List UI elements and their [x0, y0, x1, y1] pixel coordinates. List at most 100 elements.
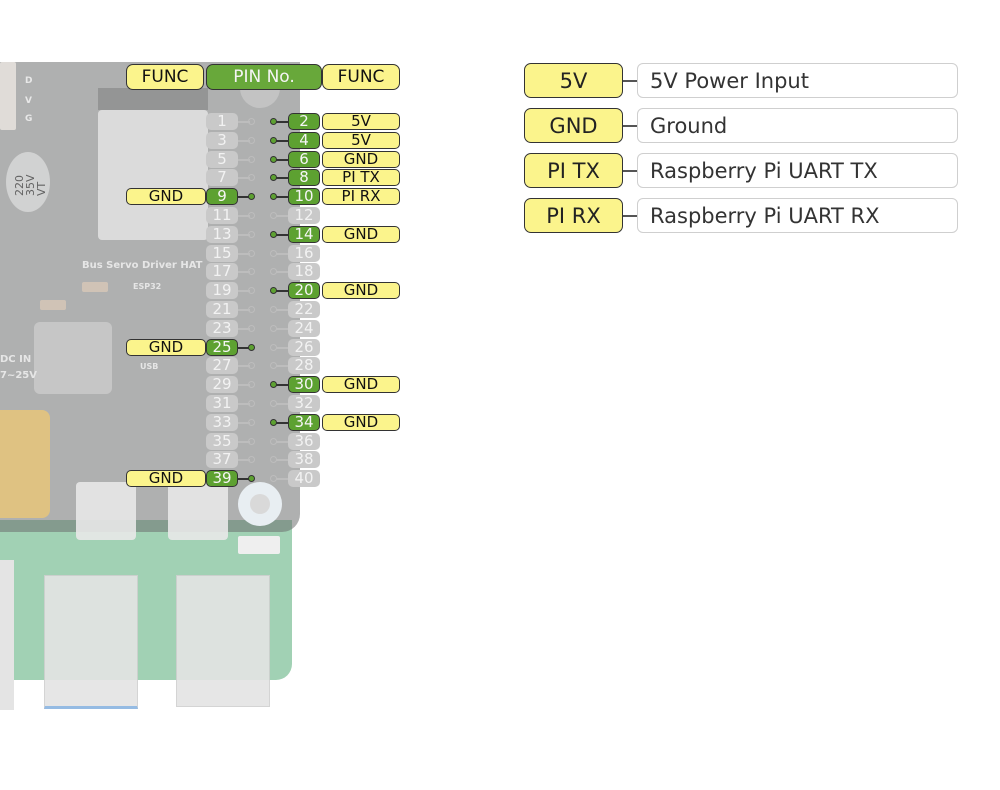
pin-lead	[276, 290, 288, 293]
pin-pad	[248, 418, 255, 426]
mount-hole	[238, 482, 282, 526]
pin-lead	[238, 121, 250, 123]
pin-function-label: GND	[322, 225, 400, 243]
pin-pad	[270, 324, 277, 332]
pin-lead	[238, 346, 250, 349]
pin-23: 23	[206, 319, 238, 337]
pin-28: 28	[288, 357, 320, 375]
usb3-port	[44, 575, 138, 709]
connector-label-d: D	[25, 76, 33, 86]
pin-lead	[276, 327, 288, 330]
chip-resistor	[40, 300, 66, 310]
pin-pad	[248, 381, 255, 389]
pin-pad	[248, 362, 255, 370]
pin-lead	[238, 233, 250, 236]
pin-pad	[248, 212, 255, 219]
servo-connector	[0, 62, 16, 130]
pin-18: 18	[288, 263, 320, 281]
pin-36: 36	[288, 432, 320, 450]
pin-5: 5	[206, 150, 238, 168]
pin-20: 20	[288, 282, 320, 300]
usb2-port	[176, 575, 270, 707]
power-connector	[0, 410, 50, 518]
pin-lead	[238, 196, 250, 199]
pin-pad	[248, 456, 255, 464]
pin-lead	[238, 139, 250, 142]
pin-pad	[270, 136, 277, 144]
pin-34: 34	[288, 413, 320, 431]
pin-pad	[248, 437, 255, 445]
pin-lead	[238, 327, 250, 330]
pin-pad	[270, 437, 277, 445]
pin-lead	[238, 384, 250, 387]
usbc-port-esp32	[168, 482, 228, 540]
pin-29: 29	[206, 376, 238, 394]
pin-35: 35	[206, 432, 238, 450]
pin-function-label: GND	[322, 282, 400, 300]
legend-connector	[623, 170, 637, 172]
pin-lead	[276, 384, 288, 387]
pin-lead	[276, 309, 288, 311]
pin-lead	[276, 139, 288, 142]
pin-pad	[248, 400, 255, 407]
pin-lead	[238, 421, 250, 424]
pin-lead	[238, 158, 250, 161]
pin-pad	[270, 155, 277, 163]
pin-number-header: PIN No.	[206, 64, 322, 90]
pin-pad	[270, 400, 277, 407]
pin-lead	[276, 459, 288, 462]
dc-in-label: DC IN	[0, 354, 32, 365]
pin-pad	[248, 193, 255, 201]
pi-ethernet-edge	[0, 560, 14, 710]
pin-3: 3	[206, 131, 238, 149]
pin-pad	[248, 343, 255, 351]
legend-row: 5V 5V Power Input	[524, 63, 958, 98]
legend-row: GND Ground	[524, 108, 958, 143]
pin-39: 39	[206, 470, 238, 488]
pin-22: 22	[288, 301, 320, 318]
pin-9: 9	[206, 188, 238, 206]
pin-40: 40	[288, 470, 320, 488]
voltage-range-label: 7~25V	[0, 370, 37, 381]
pin-lead	[276, 478, 288, 481]
pin-lead	[238, 309, 250, 311]
pin-lead	[238, 290, 250, 293]
pin-30: 30	[288, 376, 320, 394]
pin-lead	[276, 365, 288, 368]
pin-8: 8	[288, 169, 320, 187]
pin-pad	[270, 343, 277, 351]
legend-connector	[623, 215, 637, 217]
pin-lead	[238, 215, 250, 217]
pin-13: 13	[206, 225, 238, 243]
pin-lead	[238, 271, 250, 274]
pin-lead	[238, 177, 250, 180]
pin-10: 10	[288, 188, 320, 206]
pin-31: 31	[206, 395, 238, 412]
pin-4: 4	[288, 131, 320, 149]
pin-lead	[276, 215, 288, 217]
pin-17: 17	[206, 263, 238, 281]
pin-lead	[276, 421, 288, 424]
pin-pad	[248, 174, 255, 182]
pin-pad	[270, 381, 277, 389]
legend-key: PI RX	[524, 198, 623, 233]
pin-lead	[238, 252, 250, 255]
pin-lead	[238, 478, 250, 481]
pin-lead	[238, 459, 250, 462]
pin-pad	[270, 362, 277, 370]
pin-pad	[270, 212, 277, 219]
pin-24: 24	[288, 319, 320, 337]
pin-pad	[270, 418, 277, 426]
pin-27: 27	[206, 357, 238, 375]
right-func-header: FUNC	[322, 64, 400, 90]
pin-function-label: PI RX	[322, 188, 400, 206]
pin-7: 7	[206, 169, 238, 187]
pin-25: 25	[206, 338, 238, 356]
pin-pad	[248, 155, 255, 163]
pin-38: 38	[288, 451, 320, 469]
pin-lead	[276, 271, 288, 274]
pin-function-label: 5V	[322, 131, 400, 149]
legend-key: 5V	[524, 63, 623, 98]
legend-description: 5V Power Input	[637, 63, 958, 98]
pin-lead	[276, 177, 288, 180]
